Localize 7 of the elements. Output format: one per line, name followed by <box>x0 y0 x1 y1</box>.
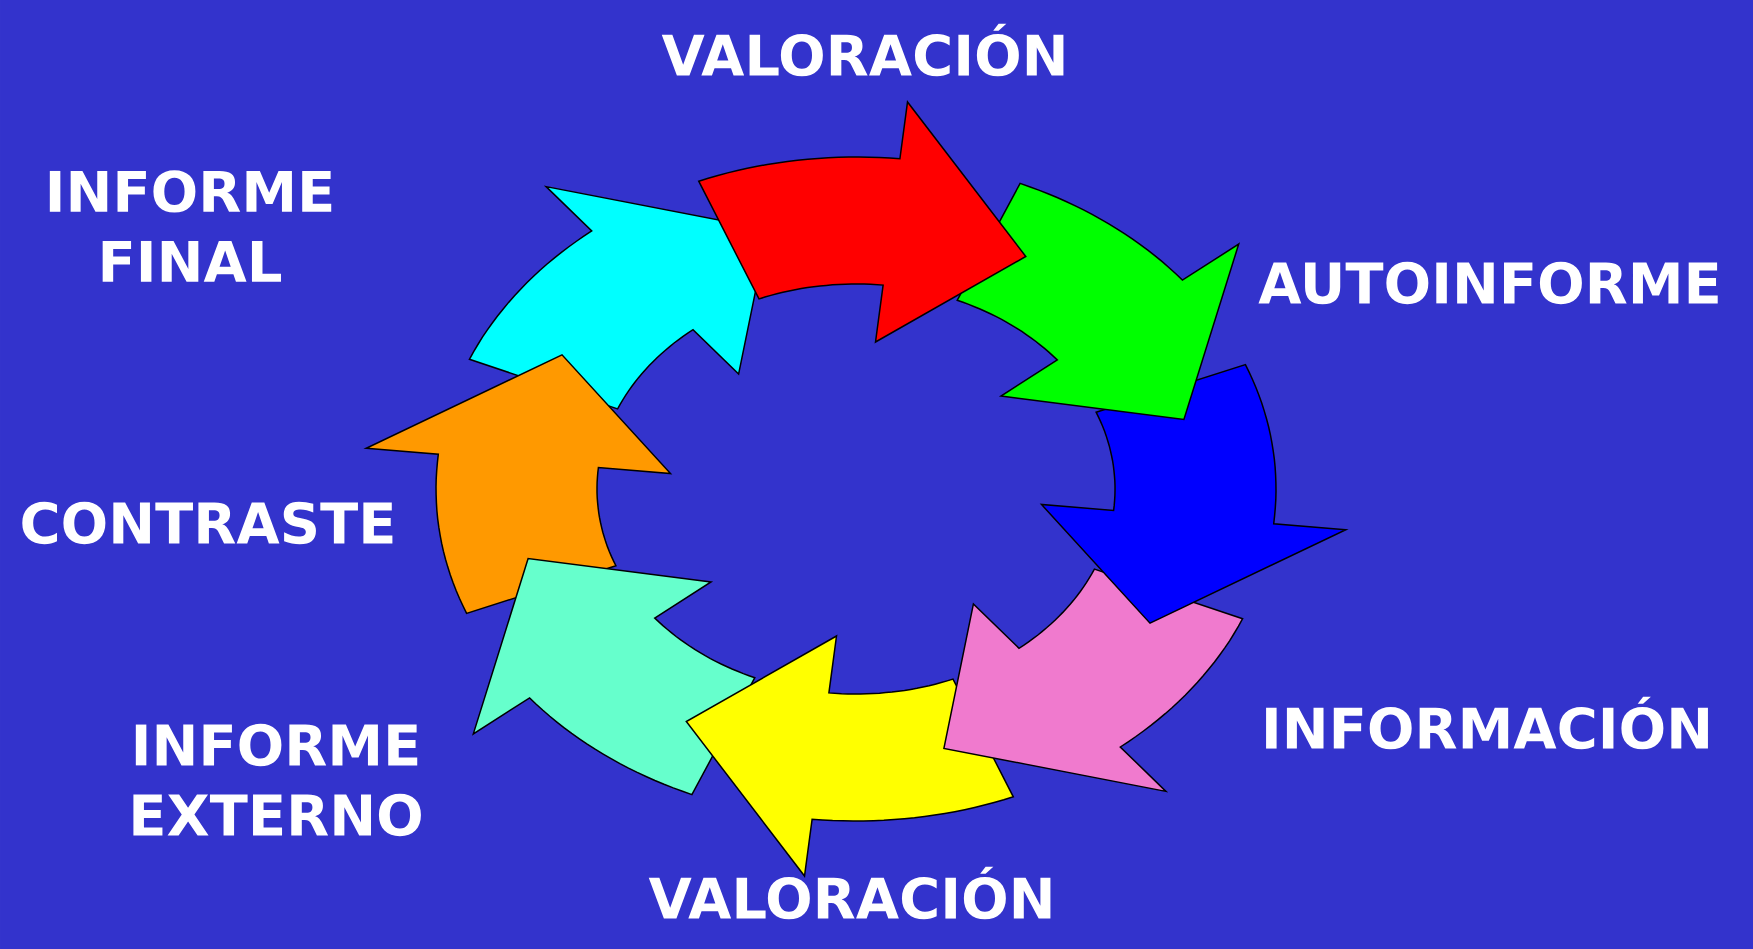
stage-label: INFORME FINAL <box>49 170 332 282</box>
stage-label: CONTRASTE <box>22 501 393 545</box>
stage-label: INFORMACIÓN <box>1266 696 1708 750</box>
stage-label: VALORACIÓN <box>648 866 1051 920</box>
stage-label: AUTOINFORME <box>1258 261 1718 305</box>
stage-label: INFORME EXTERNO <box>133 723 421 837</box>
stage-label: VALORACIÓN <box>661 23 1064 77</box>
